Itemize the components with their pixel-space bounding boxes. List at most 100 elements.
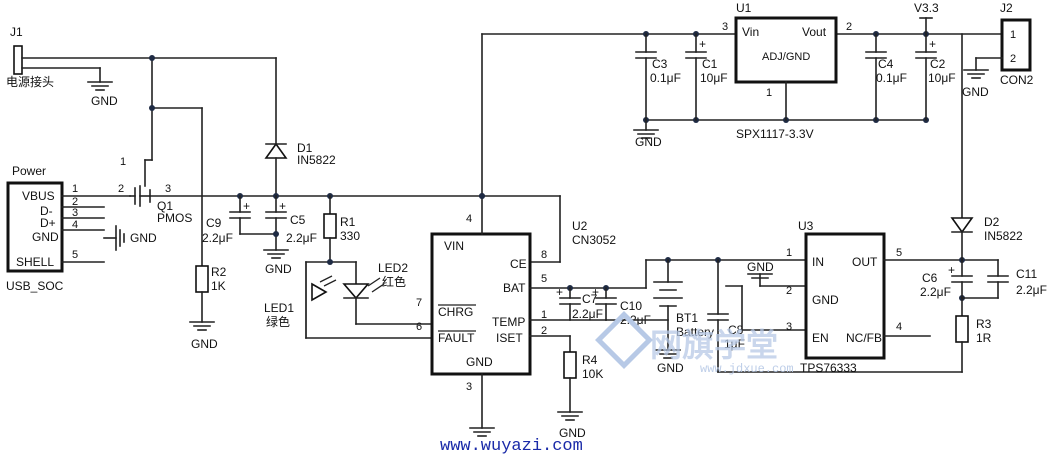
ground-symbol: GND: [87, 67, 118, 108]
svg-text:BT1: BT1: [676, 311, 698, 325]
capacitor-c9: + C9 2.2μF: [202, 195, 277, 245]
capacitor-c11: C11 2.2μF: [961, 259, 1047, 299]
svg-text:C9: C9: [206, 216, 222, 230]
svg-text:3: 3: [466, 381, 472, 393]
svg-text:3: 3: [165, 183, 171, 195]
svg-text:3: 3: [72, 207, 78, 219]
svg-text:1: 1: [541, 309, 547, 321]
svg-text:ISET: ISET: [496, 331, 523, 345]
svg-text:Vout: Vout: [802, 25, 827, 39]
capacitor-c8: C8 1μF: [707, 259, 963, 373]
svg-text:+: +: [699, 37, 706, 51]
svg-text:IN5822: IN5822: [984, 229, 1023, 243]
svg-text:C10: C10: [620, 299, 642, 313]
svg-text:+: +: [243, 199, 250, 213]
svg-text:+: +: [929, 37, 936, 51]
svg-text:0.1μF: 0.1μF: [876, 71, 907, 85]
ic-u1: Vin Vout ADJ/GND U1 3 2 1 SPX1117-3.3V: [722, 1, 852, 141]
svg-text:4: 4: [896, 321, 902, 333]
svg-text:2: 2: [786, 285, 792, 297]
j1-desc: 电源接头: [6, 74, 54, 89]
svg-text:EN: EN: [812, 331, 829, 345]
capacitor-c5: + C5 2.2μF GND: [263, 195, 317, 276]
led-led2: LED2 红色: [342, 261, 433, 325]
battery-bt1: BT1 Battery GND: [653, 259, 714, 375]
svg-text:+: +: [948, 263, 955, 277]
svg-text:IN: IN: [812, 255, 824, 269]
connector-j2: J2 1 2 CON2 GND: [962, 1, 1034, 99]
svg-text:C8: C8: [728, 323, 744, 337]
svg-text:2.2μF: 2.2μF: [1016, 283, 1047, 297]
ground-symbol-usb: GND: [103, 225, 157, 251]
svg-text:GND: GND: [191, 337, 218, 351]
svg-text:3: 3: [722, 21, 728, 33]
svg-text:C11: C11: [1016, 267, 1037, 281]
svg-text:TEMP: TEMP: [492, 315, 525, 329]
usb-title: Power: [12, 164, 46, 178]
svg-text:2.2μF: 2.2μF: [920, 285, 951, 299]
svg-text:2.2μF: 2.2μF: [202, 231, 233, 245]
net-label-v33: V3.3: [914, 1, 939, 35]
svg-text:IN5822: IN5822: [297, 153, 336, 167]
ic-u2: VIN CE BAT CHRG FAULT TEMP ISET GND U2 C…: [416, 213, 616, 393]
footer-url: www.wuyazi.com: [440, 437, 583, 456]
transistor-q1: 2 3 1 Q1 PMOS: [118, 156, 241, 225]
capacitor-c2: + C2 10μF: [915, 33, 956, 121]
svg-text:1μF: 1μF: [724, 337, 745, 351]
svg-text:U1: U1: [736, 1, 752, 15]
svg-text:LED1: LED1: [264, 301, 294, 315]
resistor-r4: R4 10K GND: [529, 335, 603, 440]
capacitor-c6: + C6 2.2μF: [920, 259, 973, 317]
svg-text:U3: U3: [798, 219, 814, 233]
capacitor-c3: C3 0.1μF GND: [633, 33, 681, 149]
svg-text:+: +: [556, 285, 563, 299]
svg-text:TPS76333: TPS76333: [800, 361, 857, 375]
svg-text:C5: C5: [290, 213, 306, 227]
svg-text:BAT: BAT: [503, 281, 526, 295]
svg-text:SHELL: SHELL: [16, 255, 54, 269]
svg-text:4: 4: [466, 213, 472, 225]
capacitor-c1: + C1 10μF: [685, 33, 728, 121]
svg-text:5: 5: [541, 273, 547, 285]
diode-d1: D1 IN5822: [264, 57, 336, 197]
svg-text:1: 1: [766, 87, 772, 99]
svg-text:1R: 1R: [976, 331, 992, 345]
svg-text:GND: GND: [466, 355, 493, 369]
svg-text:C1: C1: [702, 57, 718, 71]
svg-text:+: +: [279, 199, 286, 213]
svg-text:U2: U2: [572, 219, 588, 233]
svg-text:D+: D+: [40, 216, 56, 230]
svg-text:CN3052: CN3052: [572, 233, 616, 247]
svg-text:2.2μF: 2.2μF: [286, 231, 317, 245]
svg-text:+: +: [592, 285, 599, 299]
svg-text:2: 2: [541, 325, 547, 337]
svg-text:1: 1: [120, 156, 126, 168]
svg-text:GND: GND: [559, 426, 586, 440]
svg-text:红色: 红色: [382, 274, 406, 289]
svg-text:6: 6: [416, 321, 422, 333]
svg-text:7: 7: [416, 297, 422, 309]
watermark: 网旗学堂 www.jdxue.com: [595, 311, 794, 376]
svg-text:10K: 10K: [582, 367, 603, 381]
led-led1: LED1 绿色: [264, 261, 433, 339]
svg-text:GND: GND: [812, 293, 839, 307]
svg-text:R2: R2: [211, 265, 227, 279]
svg-text:1: 1: [72, 183, 78, 195]
svg-text:GND: GND: [91, 94, 118, 108]
svg-text:Q1: Q1: [157, 199, 173, 213]
svg-text:CON2: CON2: [1000, 73, 1034, 87]
svg-text:PMOS: PMOS: [157, 211, 192, 225]
svg-text:8: 8: [541, 249, 547, 261]
svg-text:2: 2: [72, 196, 78, 208]
svg-text:SPX1117-3.3V: SPX1117-3.3V: [736, 127, 814, 141]
svg-text:5: 5: [896, 247, 902, 259]
svg-text:1K: 1K: [211, 279, 226, 293]
svg-text:2: 2: [1010, 53, 1016, 65]
svg-text:J2: J2: [1000, 1, 1013, 15]
usb-model: USB_SOC: [6, 279, 64, 293]
connector-j1: J1 电源接头 GND: [6, 25, 277, 108]
svg-text:C4: C4: [878, 57, 894, 71]
svg-text:LED2: LED2: [378, 261, 408, 275]
svg-text:GND: GND: [747, 260, 774, 274]
